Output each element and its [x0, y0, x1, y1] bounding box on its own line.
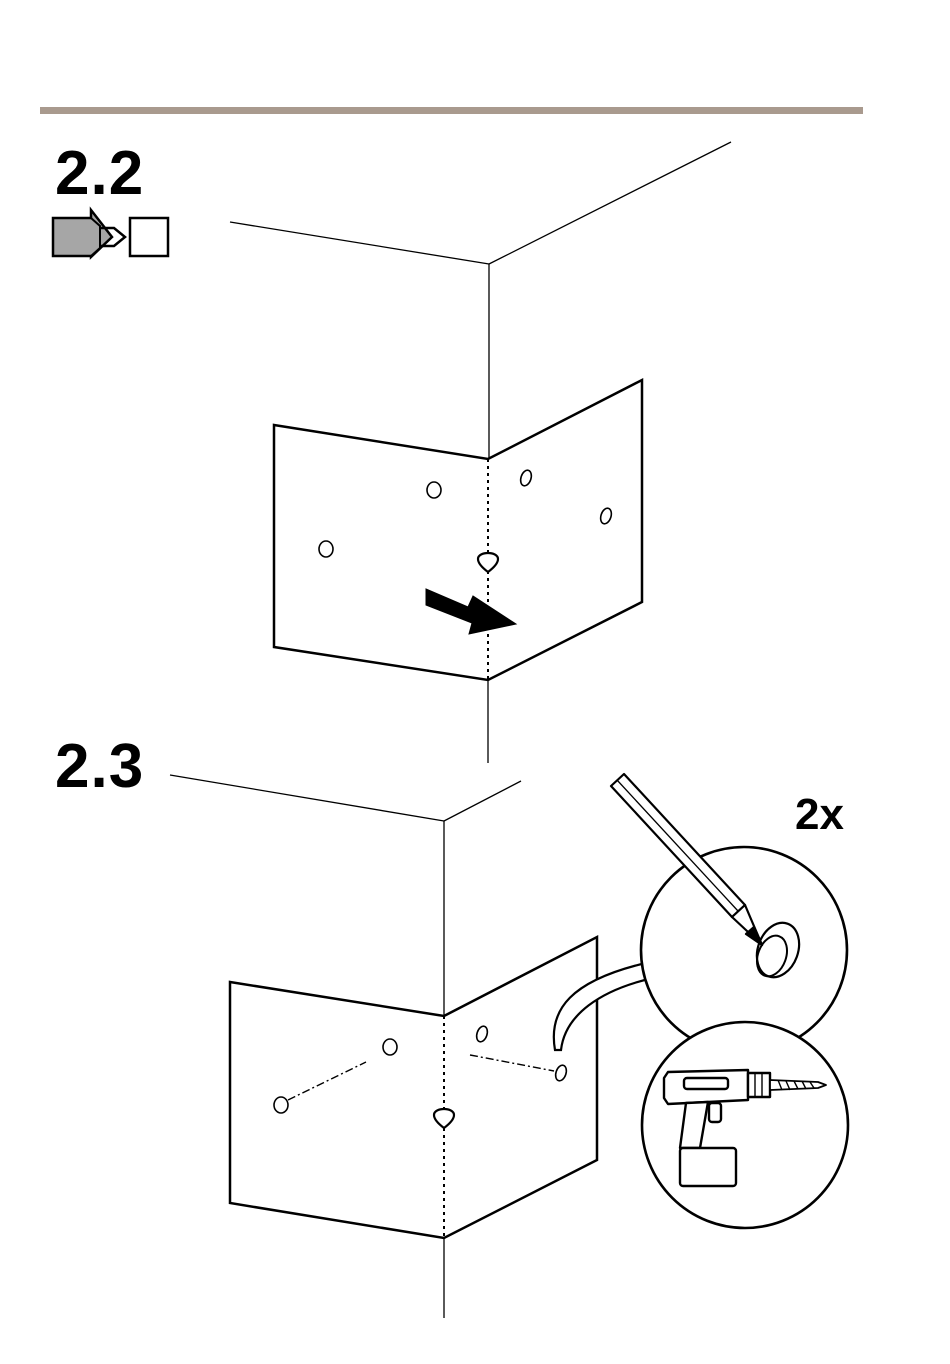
mounting-bracket-2-2	[274, 380, 642, 680]
screw-hole	[319, 541, 333, 557]
arrow-to-box-icon	[53, 210, 168, 257]
marked-hole	[274, 1097, 288, 1113]
pencil-detail-callout	[611, 774, 847, 1053]
mounting-bracket-2-3	[230, 937, 653, 1238]
screw-hole	[383, 1039, 397, 1055]
screw-hole	[427, 482, 441, 498]
drill-detail-callout	[642, 1022, 848, 1228]
